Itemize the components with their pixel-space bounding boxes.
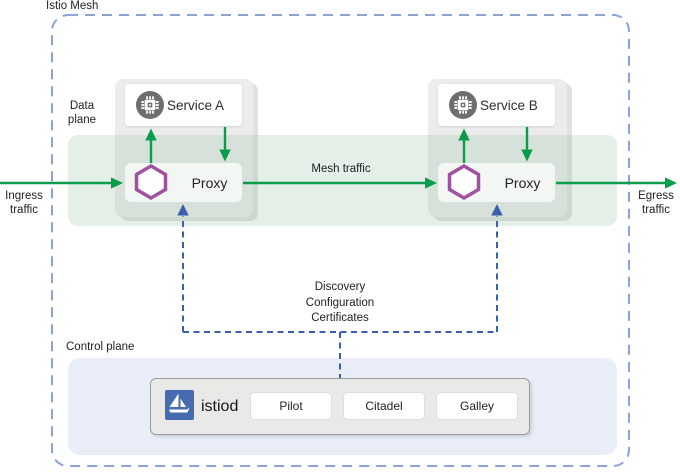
control-channel-line-configuration: Configuration	[305, 296, 375, 309]
pilot-component: Pilot	[251, 393, 331, 419]
control-channel-label: Discovery Configuration Certificates	[285, 280, 395, 327]
istiod-box: istiod Pilot Citadel Galley	[150, 378, 530, 435]
service-a-box: Service A	[125, 84, 242, 126]
proxy-b-label: Proxy	[504, 174, 541, 191]
control-channel-line-discovery: Discovery	[314, 281, 366, 293]
istio-mesh-title: Istio Mesh	[46, 0, 99, 12]
mesh-traffic-label: Mesh traffic	[311, 163, 371, 175]
proxy-b-box: Proxy	[438, 163, 555, 202]
service-b-label: Service B	[480, 97, 538, 113]
hexagon-icon	[134, 163, 168, 201]
microchip-icon	[449, 91, 477, 119]
egress-arrowhead	[665, 177, 677, 189]
microchip-icon	[136, 91, 164, 119]
sailboat-icon	[165, 390, 194, 420]
istiod-label: istiod	[201, 397, 239, 415]
ingress-traffic-label: Ingress traffic	[5, 190, 43, 216]
proxy-a-box: Proxy	[125, 163, 242, 202]
service-a-label: Service A	[167, 97, 225, 113]
control-channel-line-certificates: Certificates	[311, 312, 369, 324]
galley-component: Galley	[437, 393, 517, 419]
hexagon-icon	[447, 163, 481, 201]
control-plane-label: Control plane	[66, 341, 135, 353]
citadel-component: Citadel	[344, 393, 424, 419]
data-plane-label: Data plane	[67, 100, 97, 126]
egress-traffic-label: Egress traffic	[638, 190, 674, 216]
service-b-box: Service B	[438, 84, 555, 126]
proxy-a-label: Proxy	[191, 174, 228, 191]
